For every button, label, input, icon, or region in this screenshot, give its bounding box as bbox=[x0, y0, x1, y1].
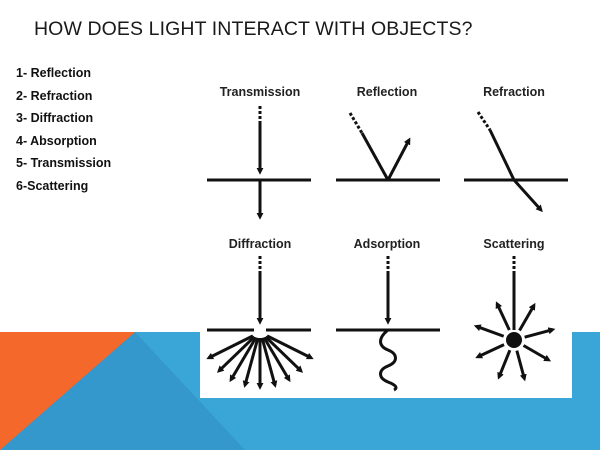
interaction-list: 1- Reflection 2- Refraction 3- Diffracti… bbox=[16, 62, 111, 198]
scattering-ray bbox=[518, 302, 536, 332]
scattering-ray bbox=[475, 343, 505, 359]
scattering-particle bbox=[506, 332, 522, 348]
scattering-panel: Scattering bbox=[473, 237, 556, 382]
diffraction-ray bbox=[264, 335, 304, 373]
list-item: 2- Refraction bbox=[16, 88, 93, 103]
scattering-rays bbox=[473, 301, 556, 382]
transmission-label: Transmission bbox=[220, 85, 301, 99]
reflection-panel: Reflection bbox=[336, 85, 440, 182]
scattering-ray bbox=[473, 324, 505, 338]
scattering-ray bbox=[515, 350, 527, 382]
scattering-ray bbox=[497, 349, 512, 380]
scattering-ray bbox=[524, 327, 556, 339]
slide-title: HOW DOES LIGHT INTERACT WITH OBJECTS? bbox=[34, 18, 473, 40]
reflection-ray-out bbox=[386, 137, 411, 181]
diffraction-ray bbox=[229, 336, 258, 383]
list-item: 6-Scattering bbox=[16, 178, 89, 193]
reflection-ray-in bbox=[360, 132, 390, 181]
orange-triangle bbox=[0, 332, 135, 450]
diffraction-ray bbox=[266, 334, 314, 360]
refraction-panel: Refraction bbox=[464, 85, 568, 213]
refraction-ray-dashed bbox=[476, 111, 492, 131]
transmission-panel: Transmission bbox=[207, 85, 311, 220]
adsorption-label: Adsorption bbox=[354, 237, 421, 251]
scattering-ray bbox=[522, 344, 552, 362]
list-item: 3- Diffraction bbox=[16, 111, 94, 126]
diffraction-label: Diffraction bbox=[229, 237, 292, 251]
diffraction-ray bbox=[242, 337, 260, 388]
diffraction-rays bbox=[206, 334, 314, 390]
diffraction-ray bbox=[216, 335, 256, 373]
list-item: 5- Transmission bbox=[16, 156, 112, 171]
diffraction-ray bbox=[206, 334, 254, 360]
scattering-label: Scattering bbox=[483, 237, 544, 251]
reflection-ray-dashed bbox=[348, 112, 364, 134]
refraction-label: Refraction bbox=[483, 85, 545, 99]
reflection-label: Reflection bbox=[357, 85, 417, 99]
diffraction-ray bbox=[262, 336, 291, 383]
refraction-ray-out bbox=[512, 178, 543, 213]
list-item: 1- Reflection bbox=[16, 66, 92, 80]
adsorption-panel: Adsorption bbox=[336, 237, 440, 392]
diffraction-panel: Diffraction bbox=[206, 237, 314, 390]
adsorption-wave bbox=[379, 328, 398, 392]
diffraction-ray bbox=[260, 337, 278, 388]
refraction-ray-in bbox=[488, 129, 516, 181]
list-item: 4- Absorption bbox=[16, 133, 97, 148]
scattering-ray bbox=[495, 301, 511, 331]
